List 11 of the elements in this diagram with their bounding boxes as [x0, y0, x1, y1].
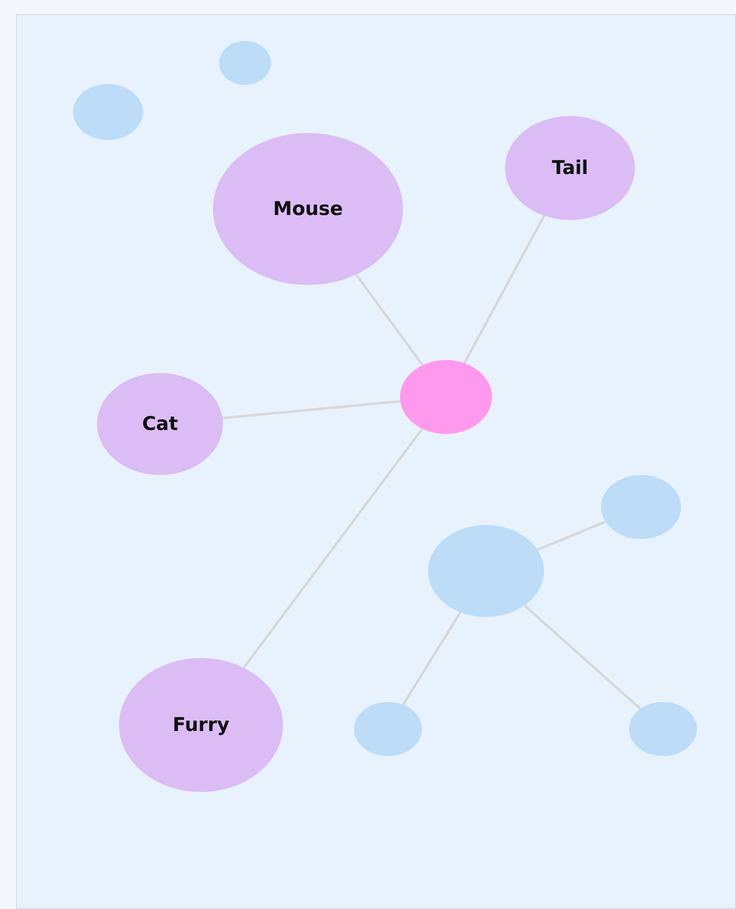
connector-line — [536, 520, 606, 551]
connector-line — [524, 604, 642, 710]
node-label: Mouse — [273, 198, 343, 220]
node-label: Furry — [172, 714, 230, 736]
connector-line — [355, 274, 424, 366]
connector-line — [402, 612, 462, 706]
connector-line — [222, 400, 400, 420]
node-label: Cat — [142, 413, 178, 435]
connector-line — [242, 428, 424, 669]
node-label: Tail — [552, 157, 588, 179]
connector-line — [463, 215, 546, 364]
